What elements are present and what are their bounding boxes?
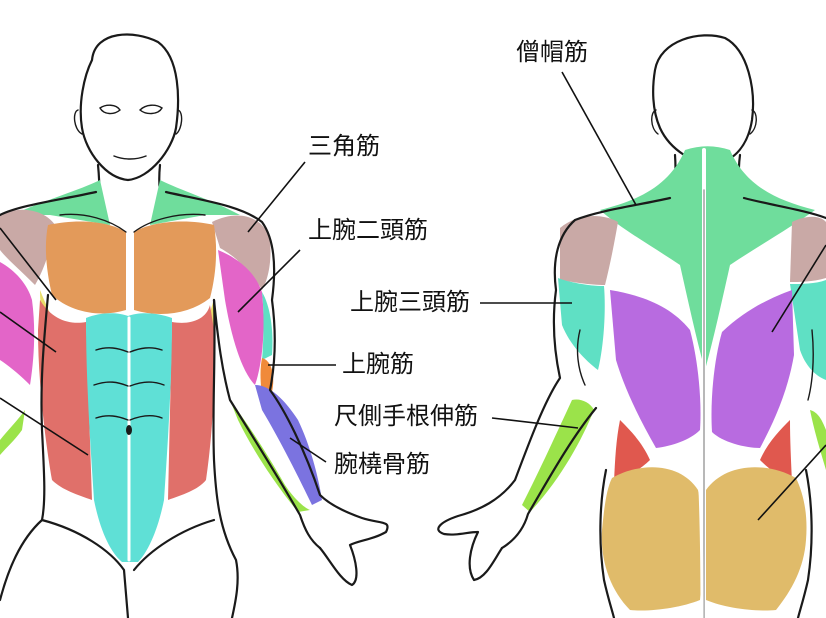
front-figure — [0, 33, 389, 618]
deltoid-back-left — [560, 216, 618, 285]
leader-lines — [0, 71, 826, 521]
brachioradialis-right — [255, 385, 322, 505]
biceps-right — [218, 250, 264, 385]
extensor-carpi-ulnaris-back — [522, 399, 594, 512]
label-trapezius: 僧帽筋 — [516, 38, 588, 66]
deltoid-front-right — [212, 215, 271, 290]
leader-trapezius — [561, 71, 637, 206]
extensor-front-left — [0, 410, 25, 455]
oblique-right — [168, 305, 215, 500]
extensor-back-right — [810, 410, 826, 470]
label-brachioradialis: 腕橈骨筋 — [334, 450, 430, 478]
leader-left-low — [0, 397, 89, 456]
label-biceps: 上腕二頭筋 — [308, 216, 428, 244]
gluteus-left — [601, 467, 703, 611]
erector-right — [760, 420, 792, 482]
pectoral-right — [134, 221, 217, 314]
triceps-back-right — [790, 280, 826, 380]
label-deltoid: 三角筋 — [308, 132, 380, 160]
trapezius-front-right — [150, 180, 240, 225]
triceps-back-left — [558, 278, 605, 370]
latissimus-right — [711, 290, 794, 448]
label-triceps: 上腕三頭筋 — [350, 288, 470, 316]
triceps-right-front — [262, 292, 273, 360]
latissimus-left — [610, 290, 701, 448]
leader-right-upper — [771, 244, 826, 333]
deltoid-front-left — [0, 209, 55, 285]
label-extensor-carpi-ulnaris: 尺側手根伸筋 — [334, 402, 478, 430]
leader-left-upper — [0, 227, 57, 301]
erector-left — [614, 420, 650, 482]
pectoral-left — [45, 221, 127, 314]
gluteus-right — [703, 467, 807, 611]
leader-extensor — [491, 417, 579, 429]
label-brachialis: 上腕筋 — [342, 350, 414, 378]
oblique-left — [38, 300, 92, 500]
leader-brachioradialis — [289, 437, 327, 463]
back-figure — [437, 34, 826, 618]
leader-right-low — [757, 444, 826, 521]
deltoid-back-right — [790, 216, 826, 282]
leader-deltoid — [247, 161, 306, 233]
leader-left-mid — [0, 311, 57, 353]
leader-biceps — [237, 249, 301, 313]
